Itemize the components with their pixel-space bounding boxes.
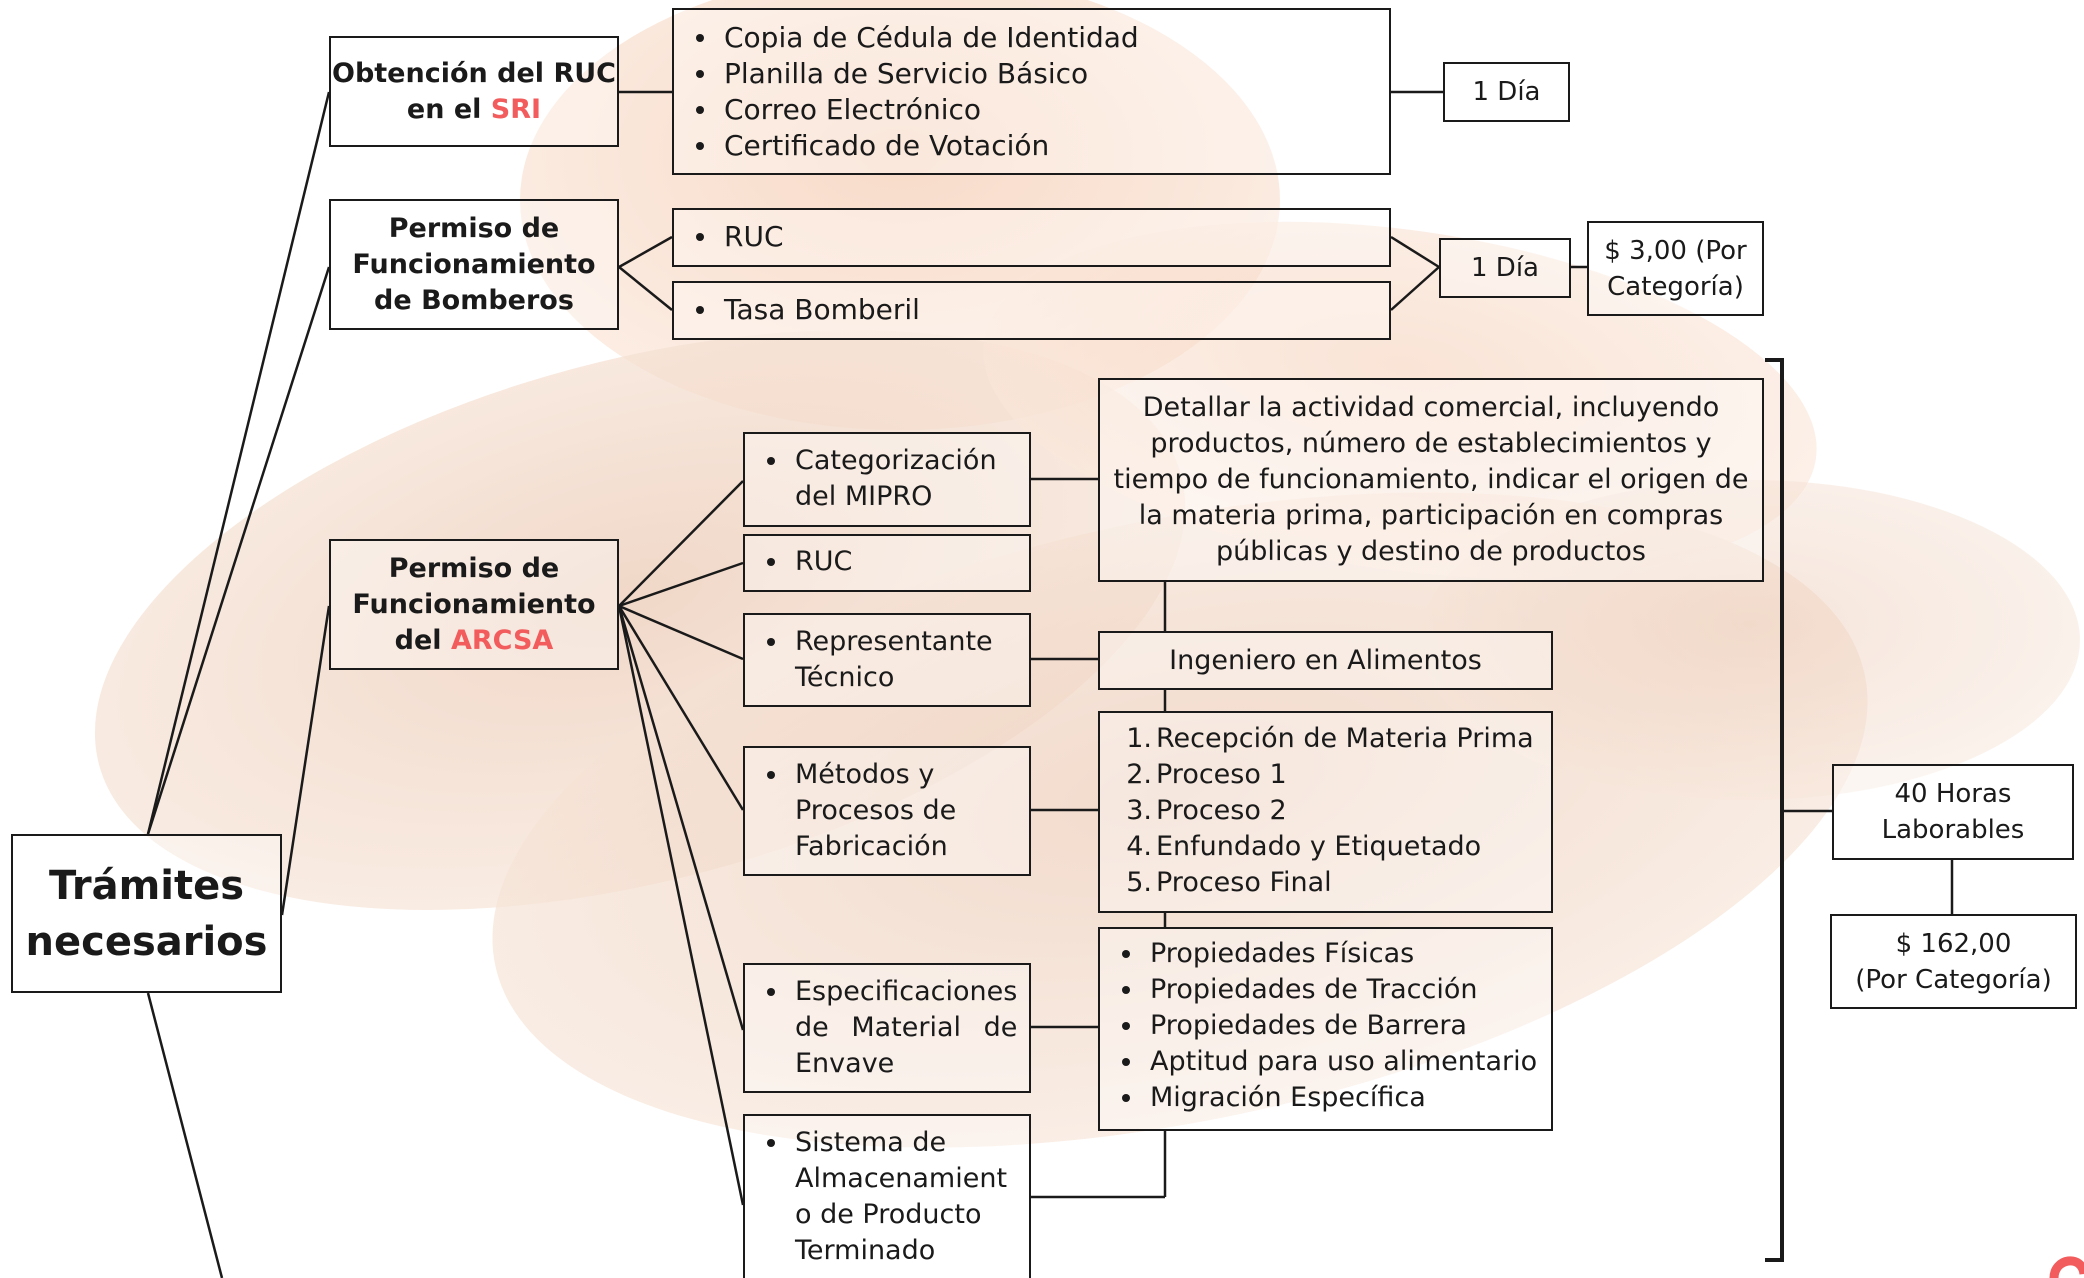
arcsa-detail-mipro-box: Detallar la actividad comercial, incluye… xyxy=(1098,378,1764,582)
root-title-line2: necesarios xyxy=(25,918,268,965)
detail-line: tiempo de funcionamiento, indicar el ori… xyxy=(1113,464,1749,495)
list-item: 5.Proceso Final xyxy=(1126,867,1332,898)
sri-time: 1 Día xyxy=(1472,77,1541,107)
list-item: Migración Específica xyxy=(1100,1080,1551,1116)
sri-requirements-box: Copia de Cédula de Identidad Planilla de… xyxy=(672,8,1391,175)
arcsa-time-line2: Laborables xyxy=(1881,815,2025,845)
list-item: Aptitud para uso alimentario xyxy=(1100,1044,1551,1080)
corner-decoration-icon xyxy=(2049,1256,2084,1278)
list-item: Propiedades de Barrera xyxy=(1100,1008,1551,1044)
list-item: Planilla de Servicio Básico xyxy=(674,56,1389,92)
arcsa-cost-line2: (Por Categoría) xyxy=(1855,964,2052,995)
arcsa-detail-envase-box: Propiedades Físicas Propiedades de Tracc… xyxy=(1098,927,1553,1131)
bomberos-requirement-tasa-box: Tasa Bomberil xyxy=(672,281,1391,340)
bomberos-cost-line2: Categoría) xyxy=(1607,271,1744,302)
list-item: RUC xyxy=(745,544,1029,580)
bomberos-time-box: 1 Día xyxy=(1439,238,1571,298)
detail-line: públicas y destino de productos xyxy=(1216,536,1646,567)
arcsa-req-ruc-box: RUC xyxy=(743,534,1031,592)
bomberos-cost-line1: $ 3,00 (Por xyxy=(1604,235,1747,266)
sri-title-line1: Obtención del RUC xyxy=(332,57,616,89)
arcsa-cost-line1: $ 162,00 xyxy=(1895,928,2012,959)
arcsa-time-line1: 40 Horas xyxy=(1894,779,2012,809)
list-item: 3.Proceso 2 xyxy=(1126,795,1287,826)
detail-tecnico: Ingeniero en Alimentos xyxy=(1169,644,1482,676)
list-item: Propiedades de Tracción xyxy=(1100,972,1551,1008)
arcsa-title-line3: del ARCSA xyxy=(394,624,554,656)
root-box: Trámites necesarios xyxy=(11,834,282,993)
bomberos-box: Permiso de Funcionamiento de Bomberos xyxy=(329,199,619,330)
detail-line: la materia prima, participación en compr… xyxy=(1138,500,1724,531)
list-item: Certificado de Votación xyxy=(674,128,1389,164)
arcsa-title-line1: Permiso de xyxy=(388,552,560,584)
bomberos-title-line2: Funcionamiento xyxy=(352,248,596,280)
sri-requirements-list: Copia de Cédula de Identidad Planilla de… xyxy=(674,20,1389,164)
list-item: Correo Electrónico xyxy=(674,92,1389,128)
list-item: Propiedades Físicas xyxy=(1100,936,1551,972)
procesos-list: 1.Recepción de Materia Prima 2.Proceso 1… xyxy=(1100,721,1551,901)
bomberos-title-line1: Permiso de xyxy=(388,212,560,244)
sri-highlight: SRI xyxy=(490,93,542,125)
detail-line: Detallar la actividad comercial, incluye… xyxy=(1142,392,1720,423)
envase-list: Propiedades Físicas Propiedades de Tracc… xyxy=(1100,936,1551,1116)
sri-title-line2: en el SRI xyxy=(406,93,542,125)
arcsa-highlight: ARCSA xyxy=(450,624,554,656)
root-title-line1: Trámites xyxy=(48,862,245,909)
arcsa-box: Permiso de Funcionamiento del ARCSA xyxy=(329,539,619,670)
bomberos-title-line3: de Bomberos xyxy=(374,284,574,316)
arcsa-title-line2: Funcionamiento xyxy=(352,588,596,620)
list-item: Tasa Bomberil xyxy=(674,292,1389,328)
list-item: 2.Proceso 1 xyxy=(1126,759,1287,790)
arcsa-detail-procesos-box: 1.Recepción de Materia Prima 2.Proceso 1… xyxy=(1098,711,1553,913)
list-item: RUC xyxy=(674,219,1389,255)
list-item: Copia de Cédula de Identidad xyxy=(674,20,1389,56)
arcsa-detail-tecnico-box: Ingeniero en Alimentos xyxy=(1098,631,1553,690)
bomberos-requirement-ruc-box: RUC xyxy=(672,208,1391,267)
detail-line: productos, número de establecimientos y xyxy=(1150,428,1712,459)
list-item: 4.Enfundado y Etiquetado xyxy=(1126,831,1482,862)
bomberos-time: 1 Día xyxy=(1471,253,1539,283)
arcsa-time-box: 40 Horas Laborables xyxy=(1832,764,2074,860)
list-item: 1.Recepción de Materia Prima xyxy=(1126,723,1534,754)
bomberos-cost-box: $ 3,00 (Por Categoría) xyxy=(1587,221,1764,316)
arcsa-cost-box: $ 162,00 (Por Categoría) xyxy=(1830,914,2077,1009)
sri-time-box: 1 Día xyxy=(1443,62,1570,122)
sri-box: Obtención del RUC en el SRI xyxy=(329,36,619,147)
